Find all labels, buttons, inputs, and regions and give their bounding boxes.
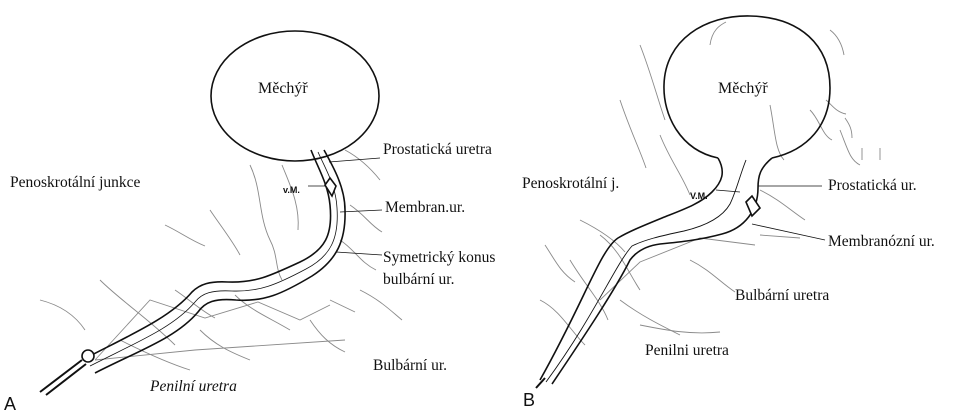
- panel-a-penoscrotal-label: Penoskrotální junkce: [10, 174, 140, 192]
- panel-b-bulbar-label: Bulbární uretra: [735, 287, 829, 305]
- panel-b-membranous-label: Membranózní ur.: [828, 233, 935, 251]
- panel-a-verumontanum: [325, 178, 336, 196]
- panel-a-cone-label-line2: bulbární ur.: [383, 271, 454, 289]
- panel-a-cone-label-line1: Symetrický konus: [383, 249, 495, 267]
- panel-b-leader-membranous: [752, 224, 825, 240]
- panel-a-prostatic-label: Prostatická uretra: [383, 141, 492, 159]
- panel-a-penile-label: Penilní uretra: [150, 378, 237, 396]
- panel-a-bladder-label: Měchýř: [258, 80, 308, 98]
- panel-a-vm-label: v.M.: [283, 181, 300, 199]
- panel-b-verumontanum: [746, 196, 760, 216]
- panel-a-catheter-tip: [82, 350, 94, 362]
- panel-b-penile-label: Penilni uretra: [645, 342, 729, 360]
- panel-a-letter: A: [4, 395, 16, 413]
- panel-a-membranous-label: Membran.ur.: [385, 199, 465, 217]
- panel-a-leader-cone: [336, 252, 382, 255]
- panel-a-bulbar-label: Bulbární ur.: [373, 357, 447, 375]
- panel-b-bladder-label: Měchýř: [718, 80, 768, 98]
- panel-b-penoscrotal-label: Penoskrotální j.: [522, 175, 619, 193]
- panel-b-leader-vm: [716, 190, 740, 192]
- panel-b-letter: B: [523, 391, 535, 409]
- panel-a-structures: [40, 31, 382, 395]
- panel-b-prostatic-label: Prostatická ur.: [828, 177, 917, 195]
- panel-a-catheter: [40, 360, 86, 395]
- panel-a-leader-membranous: [340, 210, 382, 212]
- panel-a-leader-prostatic: [329, 158, 380, 162]
- panel-b-vm-label: V.M.: [690, 187, 708, 205]
